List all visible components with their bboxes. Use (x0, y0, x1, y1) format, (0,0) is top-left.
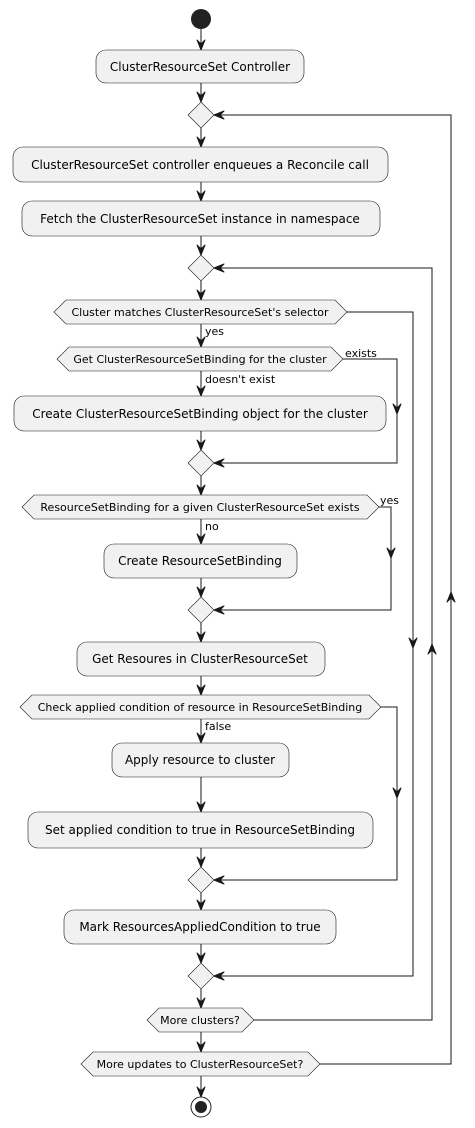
branch-label-doesnt-exist: doesn't exist (205, 373, 276, 386)
condition-check-applied: Check applied condition of resource in R… (19, 694, 382, 720)
action-create-binding: Create ClusterResourceSetBinding object … (13, 395, 387, 432)
action-fetch: Fetch the ClusterResourceSet instance in… (21, 200, 381, 237)
condition-selector: Cluster matches ClusterResourceSet's sel… (53, 299, 348, 325)
condition-rsb-exists: ResourceSetBinding for a given ClusterRe… (21, 494, 380, 520)
action-set-condition: Set applied condition to true in Resourc… (27, 811, 374, 849)
action-get-resources-label: Get Resoures in ClusterResourceSet (92, 652, 308, 666)
branch-label-yes: yes (205, 325, 224, 338)
action-apply-label: Apply resource to cluster (125, 753, 275, 767)
start-node (191, 9, 211, 29)
branch-label-exists: exists (345, 347, 377, 360)
condition-more-clusters-label: More clusters? (160, 1014, 240, 1027)
branch-label-no: no (205, 520, 219, 533)
merge-diamond-selector (187, 962, 215, 990)
action-mark-label: Mark ResourcesAppliedCondition to true (79, 920, 320, 934)
merge-diamond-clusters (187, 254, 215, 282)
action-controller-label: ClusterResourceSet Controller (110, 60, 290, 74)
arrowheads (196, 39, 456, 1098)
action-create-rsb-label: Create ResourceSetBinding (118, 554, 282, 568)
condition-more-updates-label: More updates to ClusterResourceSet? (97, 1058, 304, 1071)
action-create-binding-label: Create ClusterResourceSetBinding object … (32, 407, 368, 421)
action-create-rsb: Create ResourceSetBinding (103, 543, 298, 579)
branch-label-false: false (205, 720, 231, 733)
condition-selector-label: Cluster matches ClusterResourceSet's sel… (71, 306, 329, 319)
condition-rsb-exists-label: ResourceSetBinding for a given ClusterRe… (40, 501, 359, 514)
merge-diamond-applied (187, 866, 215, 894)
merge-diamond-rsb (187, 596, 215, 624)
branch-label-yes-rsb: yes (380, 494, 399, 507)
condition-get-binding-label: Get ClusterResourceSetBinding for the cl… (73, 353, 327, 366)
condition-more-clusters: More clusters? (146, 1007, 255, 1033)
action-fetch-label: Fetch the ClusterResourceSet instance in… (40, 212, 360, 226)
action-mark: Mark ResourcesAppliedCondition to true (63, 909, 337, 945)
merge-diamond-binding (187, 449, 215, 477)
merge-diamond-updates (187, 101, 215, 129)
action-get-resources: Get Resoures in ClusterResourceSet (76, 641, 326, 677)
condition-more-updates: More updates to ClusterResourceSet? (80, 1051, 321, 1077)
condition-get-binding: Get ClusterResourceSetBinding for the cl… (56, 346, 344, 372)
condition-check-applied-label: Check applied condition of resource in R… (38, 701, 363, 714)
action-enqueue: ClusterResourceSet controller enqueues a… (12, 146, 389, 183)
action-enqueue-label: ClusterResourceSet controller enqueues a… (31, 158, 369, 172)
end-node (190, 1096, 212, 1118)
action-controller: ClusterResourceSet Controller (95, 49, 305, 84)
action-apply: Apply resource to cluster (111, 742, 290, 778)
action-set-condition-label: Set applied condition to true in Resourc… (45, 823, 355, 837)
